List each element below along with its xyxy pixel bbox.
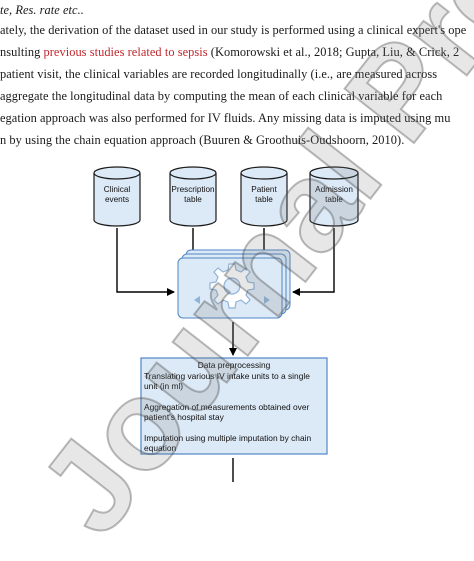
arrow-admission-table <box>292 228 335 296</box>
source-cylinder-admission-table: Admission table <box>309 166 359 227</box>
text-segment: (Komorowski et al., 2018; Gupta, Liu, & … <box>207 45 460 59</box>
cylinder-label-line2: table <box>255 195 273 204</box>
step-2-line-2: patient's hospital stay <box>144 412 225 422</box>
cylinder-label-line1: Admission <box>315 185 353 194</box>
cylinder-label-line1: Patient <box>251 185 277 194</box>
step-1-line-1: Translating various IV intake units to a… <box>144 371 310 381</box>
connector-arrows <box>116 228 335 296</box>
source-cylinder-patient-table: Patient table <box>240 166 288 227</box>
stack-arrow-right-icon <box>264 296 270 304</box>
text-segment: egation approach was also performed for … <box>0 111 451 125</box>
text-segment: te, Res. rate etc.. <box>0 3 84 17</box>
text-line-3: nsulting previous studies related to sep… <box>0 44 459 60</box>
source-cylinder-clinical-events: Clinical events <box>93 166 141 227</box>
step-3-line-2: equation <box>144 443 176 453</box>
arrow-clinical-events <box>116 228 175 296</box>
text-line-6: egation approach was also performed for … <box>0 110 450 126</box>
data-pipeline-figure: Clinical events Prescription table Patie… <box>93 166 359 482</box>
source-cylinder-prescription-table: Prescription table <box>169 166 217 227</box>
gear-icon <box>209 263 255 309</box>
text-line-5: aggregate the longitudinal data by compu… <box>0 88 442 104</box>
processing-stack <box>177 249 291 319</box>
text-segment: n by using the chain equation approach (… <box>0 133 405 147</box>
text-line-4: patient visit, the clinical variables ar… <box>0 66 437 82</box>
text-segment: patient visit, the clinical variables ar… <box>0 67 438 81</box>
cylinder-label-line1: Prescription <box>171 185 215 194</box>
cylinder-label-line2: table <box>325 195 343 204</box>
preprocessing-title: Data preprocessing <box>198 360 271 370</box>
text-line-1: te, Res. rate etc.. <box>0 2 84 18</box>
step-1-line-2: unit (in ml) <box>144 381 183 391</box>
cylinder-label-line2: events <box>105 195 129 204</box>
text-line-2: ately, the derivation of the dataset use… <box>0 22 466 38</box>
citation-link[interactable]: previous studies related to sepsis <box>43 45 208 59</box>
step-2-line-1: Aggregation of measurements obtained ove… <box>144 402 309 412</box>
stack-arrow-left-icon <box>194 296 200 304</box>
text-line-7: n by using the chain equation approach (… <box>0 132 404 148</box>
text-segment: nsulting <box>0 45 44 59</box>
cylinder-label-line2: table <box>184 195 202 204</box>
step-3-line-1: Imputation using multiple imputation by … <box>144 433 311 443</box>
text-segment: ately, the derivation of the dataset use… <box>0 23 467 37</box>
text-segment: aggregate the longitudinal data by compu… <box>0 89 443 103</box>
cylinder-label-line1: Clinical <box>104 185 131 194</box>
preprocessing-box: Data preprocessing Translating various I… <box>140 357 328 455</box>
